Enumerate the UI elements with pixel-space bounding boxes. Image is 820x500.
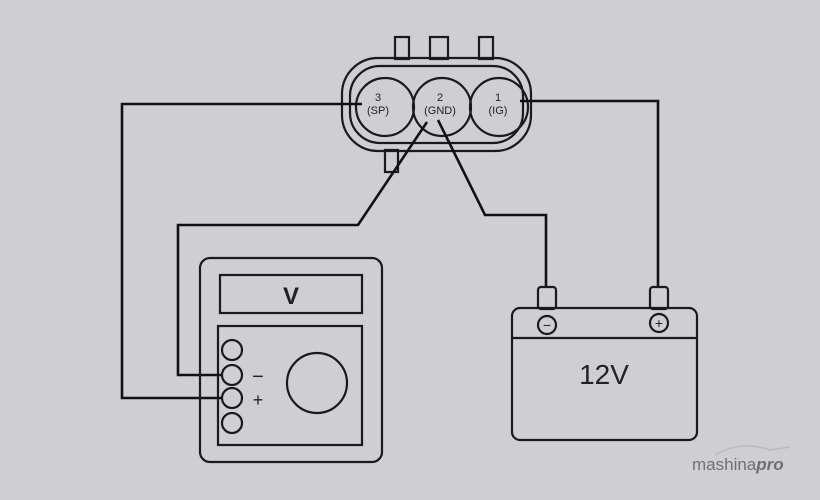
multimeter-body xyxy=(198,256,384,464)
battery-body xyxy=(510,306,699,442)
terminal-minus xyxy=(220,363,244,387)
wire-ig-to-battery xyxy=(520,99,660,287)
sensor-connector: 3 (SP) 2 (GND) 1 (IG) xyxy=(340,35,533,174)
terminal xyxy=(220,338,244,362)
wire-sp-to-plus xyxy=(120,102,362,400)
multimeter-display xyxy=(218,273,364,315)
plus-label: + xyxy=(253,390,264,410)
battery-plus-symbol: + xyxy=(655,315,663,331)
connector-tab xyxy=(393,35,411,61)
pin-1 xyxy=(468,76,530,138)
minus-label: − xyxy=(252,366,264,388)
pin-1-number: 1 xyxy=(495,92,501,104)
terminal xyxy=(220,411,244,435)
connector-tab xyxy=(477,35,495,61)
battery: − + 12V xyxy=(510,285,699,442)
display-reading: V xyxy=(283,283,299,310)
pin-3-name: (SP) xyxy=(367,105,389,117)
watermark-text: mashinapro xyxy=(692,455,784,474)
multimeter-panel xyxy=(216,324,364,447)
car-silhouette-icon xyxy=(714,445,791,456)
wire-gnd-to-battery xyxy=(436,119,548,287)
pin-1-name: (IG) xyxy=(489,105,508,117)
connector-tab xyxy=(428,35,450,61)
pin-2-name: (GND) xyxy=(424,105,456,117)
plus-icon xyxy=(648,312,670,334)
battery-voltage: 12V xyxy=(579,359,629,390)
battery-minus-symbol: − xyxy=(543,317,551,333)
battery-positive-post xyxy=(648,285,670,311)
wire-gnd-to-minus xyxy=(176,121,429,377)
watermark-logo: mashinapro xyxy=(692,445,791,474)
terminal-plus xyxy=(220,386,244,410)
pin-3-number: 3 xyxy=(375,92,381,104)
multimeter: V − + xyxy=(198,256,384,464)
pin-2-number: 2 xyxy=(437,92,443,104)
minus-icon xyxy=(536,314,558,336)
selector-dial xyxy=(285,351,349,415)
battery-negative-post xyxy=(536,285,558,311)
